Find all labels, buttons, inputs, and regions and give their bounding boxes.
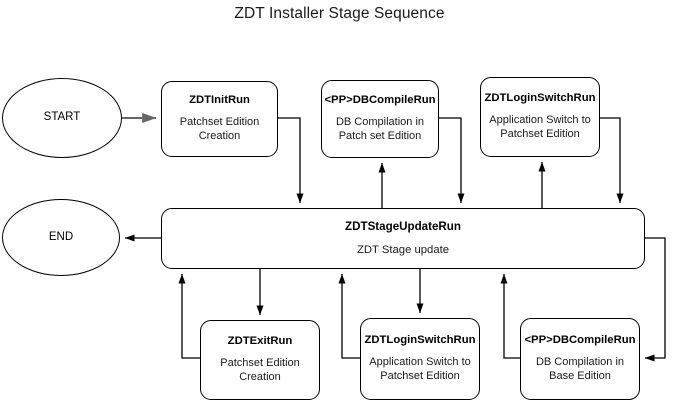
node-zdt-init-run-desc: Patchset Edition Creation [179, 116, 260, 142]
edge-patchset-dbcompile-to-stage-update [439, 117, 465, 204]
node-zdt-stage-update-run-title: ZDTStageUpdateRun [345, 219, 461, 233]
node-zdt-exit-run-title: ZDTExitRun [227, 335, 293, 348]
node-zdt-stage-update-run[interactable]: ZDTStageUpdateRun ZDT Stage update [161, 208, 645, 269]
node-zdt-stage-update-run-desc: ZDT Stage update [356, 244, 450, 257]
node-end-label: END [48, 230, 74, 243]
node-pp-dbcompile-run-base[interactable]: <PP>DBCompileRun DB Compilation in Base … [520, 318, 640, 400]
node-zdt-exit-run-desc: Patchset Edition Creation [220, 357, 300, 383]
node-pp-dbcompile-run-base-desc: DB Compilation in Base Edition [535, 356, 625, 382]
node-zdt-login-switch-run-top-desc: Application Switch to Patchset Edition [489, 114, 591, 140]
node-zdt-login-switch-run-top[interactable]: ZDTLoginSwitchRun Application Switch to … [480, 77, 600, 157]
node-zdt-init-run-title: ZDTInitRun [189, 94, 250, 107]
page-title: ZDT Installer Stage Sequence [234, 5, 445, 22]
edge-init-to-stage-update [278, 117, 304, 204]
node-zdt-login-switch-run-top-title: ZDTLoginSwitchRun [484, 92, 596, 105]
edge-login-switch-bottom-to-stage-update [338, 273, 360, 359]
node-zdt-exit-run[interactable]: ZDTExitRun Patchset Edition Creation [200, 320, 320, 400]
node-zdt-login-switch-run-bottom[interactable]: ZDTLoginSwitchRun Application Switch to … [360, 318, 480, 400]
node-start[interactable]: START [2, 78, 122, 158]
node-pp-dbcompile-run-patchset-desc: DB Compilation in Patch set Edition [335, 116, 425, 142]
node-zdt-login-switch-run-bottom-title: ZDTLoginSwitchRun [364, 334, 476, 347]
edge-stage-update-to-base-dbcompile [644, 237, 666, 362]
node-zdt-init-run[interactable]: ZDTInitRun Patchset Edition Creation [161, 81, 278, 157]
edge-exit-run-to-stage-update [178, 273, 200, 359]
edge-login-switch-top-to-stage-update [600, 117, 624, 204]
node-start-label: START [43, 111, 81, 124]
node-zdt-login-switch-run-bottom-desc: Application Switch to Patchset Edition [369, 356, 471, 382]
node-pp-dbcompile-run-patchset-title: <PP>DBCompileRun [324, 94, 436, 107]
node-pp-dbcompile-run-patchset[interactable]: <PP>DBCompileRun DB Compilation in Patch… [321, 80, 439, 158]
node-pp-dbcompile-run-base-title: <PP>DBCompileRun [524, 334, 636, 347]
node-end[interactable]: END [2, 199, 120, 276]
edge-base-dbcompile-to-stage-update [500, 273, 520, 359]
